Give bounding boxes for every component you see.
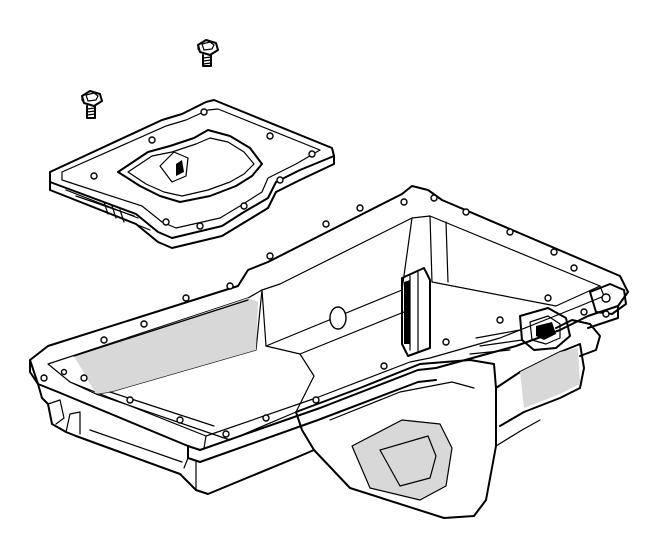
oil-pan [29,185,629,519]
oil-pan-baffle [49,99,335,249]
bolt-left-icon [81,90,103,119]
bolt-upper-icon [197,39,219,67]
